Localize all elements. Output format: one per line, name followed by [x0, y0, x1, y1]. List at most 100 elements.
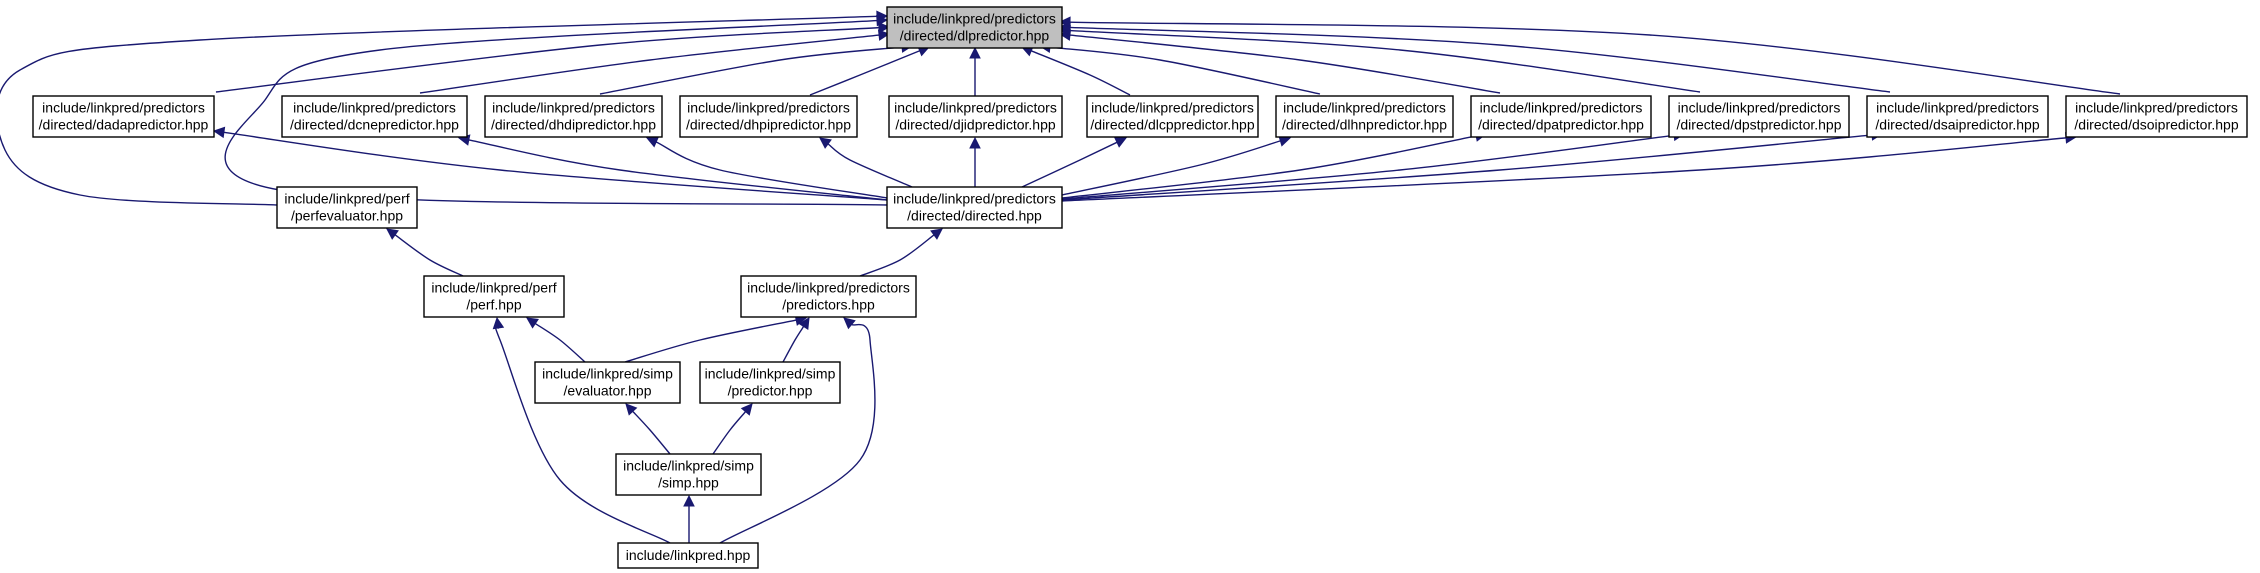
node-directed[interactable]: include/linkpred/predictors/directed/dir…: [886, 186, 1063, 229]
arrowhead-icon: [878, 21, 891, 34]
arrowhead-icon: [1114, 137, 1128, 148]
node-label-line: include/linkpred/predictors: [42, 100, 205, 116]
arrowhead-icon: [645, 136, 659, 148]
node-label-line: include/linkpred/simp: [542, 366, 673, 382]
node-label-line: /directed/directed.hpp: [907, 208, 1042, 224]
arrowhead-icon: [683, 494, 695, 507]
arrowhead-icon: [212, 126, 226, 139]
node-box[interactable]: [1866, 95, 2049, 138]
edge-line: [1069, 21, 2121, 95]
edge-line: [1049, 46, 1321, 95]
edge-directed-to-djidpredictor: [969, 136, 981, 188]
node-label-line: /directed/dcnepredictor.hpp: [290, 117, 459, 133]
edge-directed-to-dlpredictor: [224, 14, 889, 206]
arrowhead-icon: [740, 403, 753, 416]
node-box[interactable]: [1086, 95, 1259, 138]
node-label-line: include/linkpred/perf: [284, 191, 409, 207]
edge-directed-to-dadapredictor: [212, 126, 888, 201]
node-label-line: /directed/dadapredictor.hpp: [39, 117, 209, 133]
arrowhead-icon: [877, 29, 891, 41]
node-dlpredictor[interactable]: include/linkpred/predictors/directed/dlp…: [886, 6, 1063, 49]
node-label-line: /directed/dsaipredictor.hpp: [1875, 117, 2039, 133]
edge-line: [1061, 135, 1477, 199]
node-dhpipredictor[interactable]: include/linkpred/predictors/directed/dhp…: [679, 95, 858, 138]
node-label-line: include/linkpred/predictors: [293, 100, 456, 116]
node-label-line: /directed/dlcppredictor.hpp: [1090, 117, 1254, 133]
node-simp[interactable]: include/linkpred/simp/simp.hpp: [615, 453, 762, 496]
node-evaluator[interactable]: include/linkpred/simp/evaluator.hpp: [534, 361, 681, 404]
edge-line: [1061, 140, 1281, 196]
node-box[interactable]: [2065, 95, 2248, 138]
node-predictors[interactable]: include/linkpred/predictors/predictors.h…: [740, 275, 917, 318]
node-label-line: /directed/dlhnpredictor.hpp: [1282, 117, 1447, 133]
edge-directed-to-dpstpredictor: [1061, 129, 1686, 200]
edge-line: [394, 234, 464, 277]
edge-directed-to-dhpipredictor: [819, 137, 913, 188]
node-label-line: /directed/djidpredictor.hpp: [895, 117, 1056, 133]
node-dcnepredictor[interactable]: include/linkpred/predictors/directed/dcn…: [281, 95, 468, 138]
highlighted-node-box[interactable]: [886, 6, 1063, 49]
node-perfevaluator[interactable]: include/linkpred/perf/perfevaluator.hpp: [276, 186, 418, 229]
node-box[interactable]: [1470, 95, 1652, 138]
node-dadapredictor[interactable]: include/linkpred/predictors/directed/dad…: [32, 95, 215, 138]
node-label-line: include/linkpred.hpp: [626, 547, 751, 563]
node-box[interactable]: [617, 542, 759, 569]
arrowhead-icon: [843, 317, 856, 330]
arrowhead-icon: [798, 317, 810, 330]
arrowhead-icon: [969, 46, 981, 59]
edge-dadapredictor-to-dlpredictor: [215, 21, 891, 93]
node-box[interactable]: [423, 275, 565, 318]
node-dpatpredictor[interactable]: include/linkpred/predictors/directed/dpa…: [1470, 95, 1652, 138]
edge-line: [223, 131, 888, 201]
node-box[interactable]: [679, 95, 858, 138]
node-label-line: /perfevaluator.hpp: [291, 208, 403, 224]
edge-dcnepredictor-to-dlpredictor: [419, 29, 891, 94]
node-box[interactable]: [534, 361, 681, 404]
edge-line: [419, 34, 880, 94]
node-label-line: /directed/dhdipredictor.hpp: [491, 117, 656, 133]
node-box[interactable]: [699, 361, 841, 404]
node-box[interactable]: [740, 275, 917, 318]
node-box[interactable]: [276, 186, 418, 229]
arrowhead-icon: [526, 317, 539, 329]
node-djidpredictor[interactable]: include/linkpred/predictors/directed/dji…: [888, 95, 1063, 138]
node-box[interactable]: [281, 95, 468, 138]
node-box[interactable]: [1668, 95, 1850, 138]
node-perf[interactable]: include/linkpred/perf/perf.hpp: [423, 275, 565, 318]
node-label-line: /directed/dpstpredictor.hpp: [1677, 117, 1842, 133]
node-dsaipredictor[interactable]: include/linkpred/predictors/directed/dsa…: [1866, 95, 2049, 138]
edge-dsaipredictor-to-dlpredictor: [1058, 21, 1891, 93]
node-predictor[interactable]: include/linkpred/simp/predictor.hpp: [699, 361, 841, 404]
node-dhdipredictor[interactable]: include/linkpred/predictors/directed/dhd…: [484, 95, 663, 138]
node-label-line: include/linkpred/predictors: [2075, 100, 2238, 116]
edge-directed-to-dlhnpredictor: [1061, 135, 1292, 196]
node-linkpred[interactable]: include/linkpred.hpp: [617, 542, 759, 569]
node-dlcppredictor[interactable]: include/linkpred/predictors/directed/dlc…: [1086, 95, 1259, 138]
edge-line: [859, 234, 935, 277]
node-label-line: include/linkpred/simp: [623, 458, 754, 474]
node-dlhnpredictor[interactable]: include/linkpred/predictors/directed/dlh…: [1275, 95, 1454, 138]
edge-simp-to-predictor: [712, 403, 753, 455]
node-label-line: /directed/dsoipredictor.hpp: [2074, 117, 2238, 133]
node-dsoipredictor[interactable]: include/linkpred/predictors/directed/dso…: [2065, 95, 2248, 138]
edge-line: [215, 26, 880, 93]
node-label-line: include/linkpred/simp: [705, 366, 836, 382]
node-box[interactable]: [484, 95, 663, 138]
edge-line: [1069, 26, 1891, 93]
arrowhead-icon: [969, 136, 981, 149]
node-label-line: include/linkpred/perf: [431, 280, 556, 296]
node-box[interactable]: [32, 95, 215, 138]
node-box[interactable]: [1275, 95, 1454, 138]
node-label-line: include/linkpred/predictors: [893, 191, 1056, 207]
edge-directed-to-dlcppredictor: [1021, 137, 1128, 188]
node-label-line: include/linkpred/predictors: [747, 280, 910, 296]
node-box[interactable]: [615, 453, 762, 496]
arrowhead-icon: [386, 228, 399, 240]
edge-directed-to-dpatpredictor: [1061, 130, 1488, 199]
node-dpstpredictor[interactable]: include/linkpred/predictors/directed/dps…: [1668, 95, 1850, 138]
arrowhead-icon: [876, 14, 889, 27]
node-label-line: /directed/dlpredictor.hpp: [900, 28, 1050, 44]
nodes-layer: include/linkpred/predictors/directed/dlp…: [32, 6, 2248, 569]
node-box[interactable]: [888, 95, 1063, 138]
node-box[interactable]: [886, 186, 1063, 229]
